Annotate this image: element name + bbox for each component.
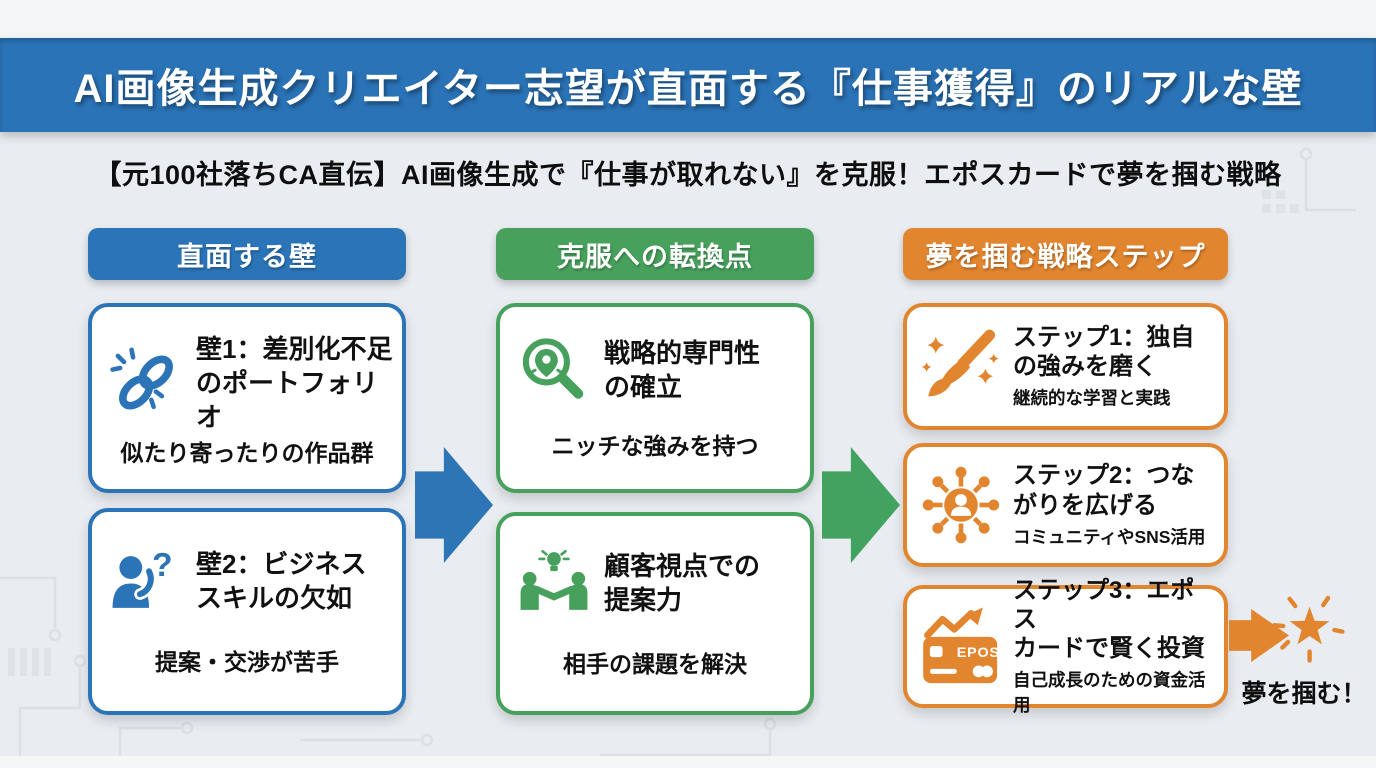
epos-card-icon: EPOS	[923, 607, 1000, 683]
network-icon	[922, 466, 1000, 544]
page-subtitle: 【元100社落ちCA直伝】AI画像生成で『仕事が取れない』を克服！エポスカードで…	[94, 160, 1282, 190]
card-title: 顧客視点での 提案力	[604, 551, 761, 615]
person-question-icon: ?	[112, 547, 173, 608]
broken-chain-icon	[110, 347, 173, 410]
card-specialty: 戦略的専門性 の確立 ニッチな強みを持つ	[496, 303, 814, 493]
handshake-idea-icon	[520, 549, 588, 610]
card-subtitle: 自己成長のための資金活用	[1013, 670, 1206, 716]
card-step-2: ステップ2：つな がりを広げる コミュニティやSNS活用	[903, 443, 1228, 567]
card-title: ステップ2：つな がりを広げる	[1013, 462, 1195, 519]
svg-text:?: ?	[152, 547, 172, 584]
top-margin-strip	[0, 0, 1376, 38]
card-wall-1: 壁1：差別化不足 のポートフォリオ 似たり寄ったりの作品群	[88, 303, 406, 493]
card-step-3: EPOS ステップ3：エポス カードで賢く投資 自己成長のための資金活用	[903, 577, 1228, 715]
flow-arrow-green	[822, 447, 900, 563]
card-title: 壁1：差別化不足 のポートフォリオ	[196, 334, 393, 432]
column-header-walls: 直面する壁	[88, 228, 406, 280]
card-title: 壁2：ビジネス スキルの欠如	[196, 549, 367, 613]
title-banner: AI画像生成クリエイター志望が直面する『仕事獲得』のリアルな壁	[0, 38, 1376, 132]
svg-text:EPOS: EPOS	[957, 645, 1000, 661]
card-subtitle: 似たり寄ったりの作品群	[120, 440, 374, 467]
column-header-strategy-steps: 夢を掴む戦略ステップ	[903, 228, 1228, 280]
card-step-1: ステップ1：独自 の強みを磨く 継続的な学習と実践	[903, 303, 1228, 430]
card-subtitle: 提案・交渉が苦手	[155, 649, 339, 675]
starburst-icon	[1272, 595, 1345, 663]
card-wall-2: ? 壁2：ビジネス スキルの欠如 提案・交渉が苦手	[88, 508, 406, 715]
paintbrush-icon	[921, 329, 999, 396]
flow-arrow-blue	[415, 447, 493, 563]
card-title: 戦略的専門性 の確立	[604, 338, 761, 402]
column-header-turning-point: 克服への転換点	[496, 228, 814, 280]
card-subtitle: 相手の課題を解決	[563, 651, 747, 677]
card-subtitle: 継続的な学習と実践	[1013, 388, 1171, 409]
card-title: ステップ1：独自 の強みを磨く	[1013, 323, 1195, 380]
search-pin-icon	[522, 338, 584, 399]
goal-label: 夢を掴む！	[1241, 680, 1367, 708]
card-proposal: 顧客視点での 提案力 相手の課題を解決	[496, 512, 814, 715]
circuit-pattern-bottom	[300, 717, 777, 757]
card-subtitle: ニッチな強みを持つ	[551, 433, 759, 459]
card-subtitle: コミュニティやSNS活用	[1013, 526, 1206, 547]
card-title: ステップ3：エポス カードで賢く投資	[1013, 576, 1205, 663]
page-title: AI画像生成クリエイター志望が直面する『仕事獲得』のリアルな壁	[73, 67, 1303, 111]
bottom-margin-strip	[0, 756, 1376, 768]
